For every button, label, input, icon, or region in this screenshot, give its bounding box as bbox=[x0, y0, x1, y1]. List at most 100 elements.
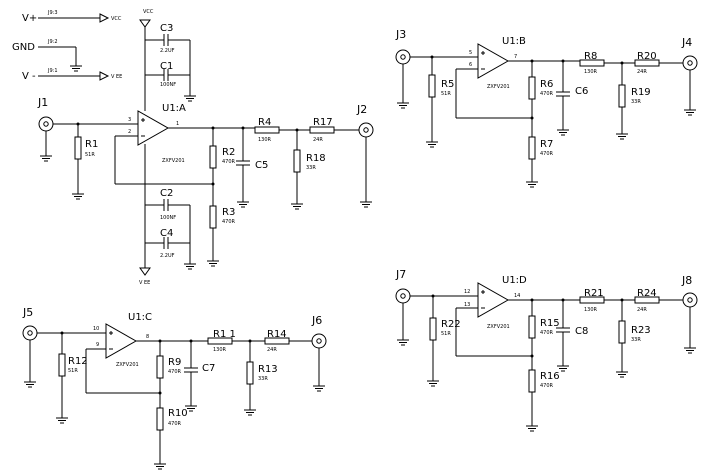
r21-val: 130R bbox=[584, 307, 598, 313]
r19-ref: R19 bbox=[631, 87, 651, 98]
c4-ref: C4 bbox=[160, 228, 173, 239]
r4-ref: R4 bbox=[258, 117, 271, 128]
u1a-part: ZXFV201 bbox=[162, 158, 185, 164]
r20-val: 24R bbox=[637, 69, 647, 75]
r23-val: 33R bbox=[631, 337, 641, 343]
c8-ref: C8 bbox=[575, 326, 588, 337]
u1b-pin-plus: 5 bbox=[469, 50, 472, 56]
r21-ref: R21 bbox=[584, 288, 604, 299]
u1a-ref: U1:A bbox=[162, 103, 186, 114]
r10-val: 470R bbox=[168, 421, 182, 427]
u1c-ref: U1:C bbox=[128, 312, 152, 323]
c1-val: 100NF bbox=[160, 82, 176, 88]
r22-ref: R22 bbox=[441, 319, 461, 330]
r9-ref: R9 bbox=[168, 357, 181, 368]
u1b-part: ZXFV201 bbox=[487, 84, 510, 90]
r16-ref: R16 bbox=[540, 371, 560, 382]
u1a-pin-out: 1 bbox=[176, 121, 179, 127]
u1b-pin-minus: 6 bbox=[469, 62, 472, 68]
channel-c: J5 R12 51R 10 9 U1:C ZXFV201 8 R9 470R R… bbox=[22, 306, 327, 470]
r1-ref: R1 bbox=[85, 139, 98, 150]
c2-val: 100NF bbox=[160, 215, 176, 221]
r24-ref: R24 bbox=[637, 288, 657, 299]
power-connector-j9: V+ J9:3 VCC GND J9:2 V - J9:1 V EE bbox=[12, 10, 122, 82]
u1d-part: ZXFV201 bbox=[487, 324, 510, 330]
r23-ref: R23 bbox=[631, 325, 651, 336]
r18-val: 33R bbox=[306, 165, 316, 171]
vplus-label: V+ bbox=[22, 13, 37, 24]
r5-ref: R5 bbox=[441, 79, 454, 90]
r15-val: 470R bbox=[540, 330, 554, 336]
j1-label: J1 bbox=[37, 96, 48, 109]
j9-3-label: J9:3 bbox=[47, 10, 58, 16]
vminus-label: V - bbox=[22, 71, 36, 82]
vee-rail-symbol bbox=[139, 267, 151, 276]
vee-net-label: V EE bbox=[111, 74, 122, 80]
r3-val: 470R bbox=[222, 219, 236, 225]
c2-ref: C2 bbox=[160, 188, 173, 199]
r17-val: 24R bbox=[313, 137, 323, 143]
j8-label: J8 bbox=[681, 274, 692, 287]
j9-1-label: J9:1 bbox=[47, 68, 58, 74]
c7-ref: C7 bbox=[202, 363, 215, 374]
u1a-pin-plus: 3 bbox=[128, 117, 131, 123]
r13-ref: R13 bbox=[258, 364, 278, 375]
r2-val: 470R bbox=[222, 159, 236, 165]
vcc-net-label: VCC bbox=[111, 16, 122, 22]
u1c-pin-minus: 9 bbox=[96, 342, 99, 348]
r7-val: 470R bbox=[540, 151, 554, 157]
r20-ref: R20 bbox=[637, 51, 657, 62]
j7-label: J7 bbox=[395, 268, 406, 281]
r17-ref: R17 bbox=[313, 117, 333, 128]
c6-ref: C6 bbox=[575, 86, 588, 97]
r24-val: 24R bbox=[637, 307, 647, 313]
channel-a: VCC C3 2.2UF C1 100NF J1 R1 51R 3 2 bbox=[37, 9, 374, 286]
r11-ref: R1 1 bbox=[213, 329, 236, 340]
r13-val: 33R bbox=[258, 376, 268, 382]
vcc-rail-symbol bbox=[139, 19, 151, 28]
vcc-rail-label: VCC bbox=[143, 9, 154, 15]
r12-val: 51R bbox=[68, 368, 78, 374]
u1d-ref: U1:D bbox=[502, 275, 527, 286]
r6-ref: R6 bbox=[540, 79, 553, 90]
u1d-pin-minus: 13 bbox=[464, 302, 470, 308]
u1d-pin-out: 14 bbox=[514, 293, 520, 299]
r1-val: 51R bbox=[85, 152, 95, 158]
r14-val: 24R bbox=[267, 347, 277, 353]
channel-b: J3 R5 51R 5 6 U1:B ZXFV201 7 R6 470R R7 … bbox=[395, 28, 698, 188]
r8-ref: R8 bbox=[584, 51, 597, 62]
gnd-label: GND bbox=[12, 42, 35, 53]
r8-val: 130R bbox=[584, 69, 598, 75]
u1a-pin-minus: 2 bbox=[128, 129, 131, 135]
j9-2-label: J9:2 bbox=[47, 39, 58, 45]
j5-label: J5 bbox=[22, 306, 33, 319]
channel-d: J7 R22 51R 12 13 U1:D ZXFV201 14 R15 470… bbox=[395, 268, 698, 432]
r15-ref: R15 bbox=[540, 318, 560, 329]
r18-ref: R18 bbox=[306, 153, 326, 164]
u1b-ref: U1:B bbox=[502, 36, 526, 47]
u1d-pin-plus: 12 bbox=[464, 289, 470, 295]
u1c-part: ZXFV201 bbox=[116, 362, 139, 368]
r7-ref: R7 bbox=[540, 139, 553, 150]
j2-label: J2 bbox=[356, 103, 367, 116]
r16-val: 470R bbox=[540, 383, 554, 389]
r6-val: 470R bbox=[540, 91, 554, 97]
r2-ref: R2 bbox=[222, 147, 235, 158]
r5-val: 51R bbox=[441, 91, 451, 97]
j6-label: J6 bbox=[311, 314, 322, 327]
c1-ref: C1 bbox=[160, 61, 173, 72]
j3-label: J3 bbox=[395, 28, 406, 41]
u1b-pin-out: 7 bbox=[514, 54, 517, 60]
c5-ref: C5 bbox=[255, 160, 268, 171]
r14-ref: R14 bbox=[267, 329, 287, 340]
r11-val: 130R bbox=[213, 347, 227, 353]
u1c-pin-out: 8 bbox=[146, 334, 149, 340]
r3-ref: R3 bbox=[222, 207, 235, 218]
r22-val: 51R bbox=[441, 331, 451, 337]
c3-val: 2.2UF bbox=[160, 48, 175, 54]
r19-val: 33R bbox=[631, 99, 641, 105]
c3-ref: C3 bbox=[160, 23, 173, 34]
vee-rail-label: V EE bbox=[139, 280, 150, 286]
r9-val: 470R bbox=[168, 369, 182, 375]
